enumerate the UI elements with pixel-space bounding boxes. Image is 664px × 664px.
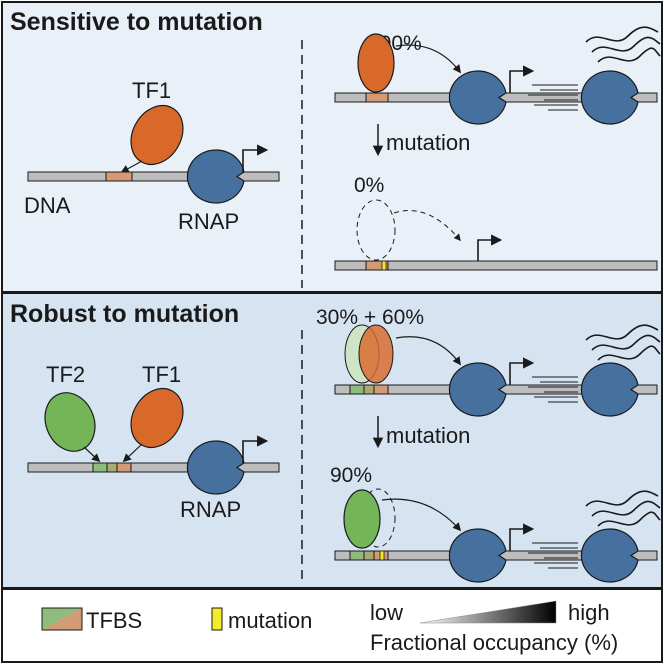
tfbs1-site-bottom-left [116,462,132,473]
occupancy-pct-bottom-after: 90% [330,464,372,487]
bottom-panel-bg [1,292,663,589]
rnap-top-left [186,149,245,204]
tf1-bound-bottom [358,324,394,384]
tfbs-site-top-left [105,171,133,182]
tf2-bound-bottom [343,489,381,549]
mutation-label-top: mutation [386,130,470,155]
occupancy-pct-bottom-before: 30% + 60% [316,306,424,329]
rnap-label-bottom: RNAP [180,497,241,522]
occupancy-gradient-wedge [419,600,557,624]
tss-arrow-bottom-after [509,523,535,551]
activation-arrow-top-failed [393,210,461,242]
motion-lines-bottom-after [528,542,578,569]
mutation-site-top [381,260,387,271]
dna-strand-bottom-left [27,462,280,473]
activation-arrow-bottom-before [395,336,461,366]
tss-arrow-top-left [242,144,269,172]
rnap-bottom-after-promoter [448,528,507,583]
bottom-panel: Robust to mutation TF2 TF1 RNAP 30% + 60… [1,292,663,589]
tf1-binding-arrow-top [120,160,143,173]
rnap-top-before-elongating [580,70,639,125]
rnap-bottom-after-elongating [580,528,639,583]
top-panel: Sensitive to mutation TF1 DNA RNAP 100% [1,1,663,293]
dna-strand-top-left [27,171,280,182]
motion-lines-top [528,84,578,111]
tf1-bound-top [357,33,395,93]
legend-tfbs-label: TFBS [86,608,142,633]
legend-mutation-label: mutation [228,608,312,633]
rna-transcripts-top [585,26,661,63]
rnap-bottom-left [186,440,245,495]
tf1-label-top: TF1 [132,78,171,103]
activation-arrow-bottom-after [381,498,462,532]
legend-mutation-swatch [211,607,223,631]
dna-strand-top-after [334,260,658,271]
tfbs-overlap-bottom-left [106,462,118,473]
tf1-label-bottom: TF1 [142,362,181,387]
mutation-site-bottom [379,550,385,561]
tfbs2-site-bottom-before [349,384,365,395]
legend: TFBS mutation low high Fractional occupa… [1,588,663,663]
occupancy-pct-top-after: 0% [354,174,384,197]
legend-bg [1,588,663,663]
tfbs-site-top-after [365,260,389,271]
motion-lines-bottom-before [528,376,578,403]
tss-arrow-top-after [477,234,503,261]
rnap-bottom-before-promoter [448,362,507,417]
legend-tfbs-swatch [41,607,83,631]
tf2-label: TF2 [46,362,85,387]
rna-transcripts-bottom-after [585,490,661,527]
rnap-bottom-before-elongating [580,362,639,417]
tfbs2-site-bottom-left [92,462,108,473]
rnap-top-before-promoter [448,70,507,125]
bottom-panel-title: Robust to mutation [10,300,239,328]
legend-low-label: low [370,600,403,625]
tf2-protein [44,392,96,452]
tfbs-site-top-before [365,92,389,103]
tfbs-overlap-bottom-before [363,384,375,395]
tf1-unbound-ghost-top [356,199,396,261]
tf2-binding-arrow [83,446,101,463]
mutation-label-bottom: mutation [386,423,470,448]
tss-arrow-bottom-left [242,435,269,463]
activation-arrow-top [395,44,462,74]
tss-arrow-bottom-before [509,357,535,385]
rna-transcripts-bottom-before [585,324,661,361]
legend-occupancy-axis-label: Fractional occupancy (%) [370,630,618,655]
dna-label: DNA [24,193,71,218]
tfbs1-site-bottom-before [373,384,389,395]
top-panel-bg [1,1,663,293]
tfbs-overlap-bottom-after [363,550,375,561]
top-panel-title: Sensitive to mutation [10,8,263,36]
legend-high-label: high [568,600,610,625]
rnap-label-top: RNAP [178,209,239,234]
tss-arrow-top-before [509,65,535,93]
tf1-binding-arrow-bottom [122,443,143,463]
tfbs2-site-bottom-after [349,550,365,561]
